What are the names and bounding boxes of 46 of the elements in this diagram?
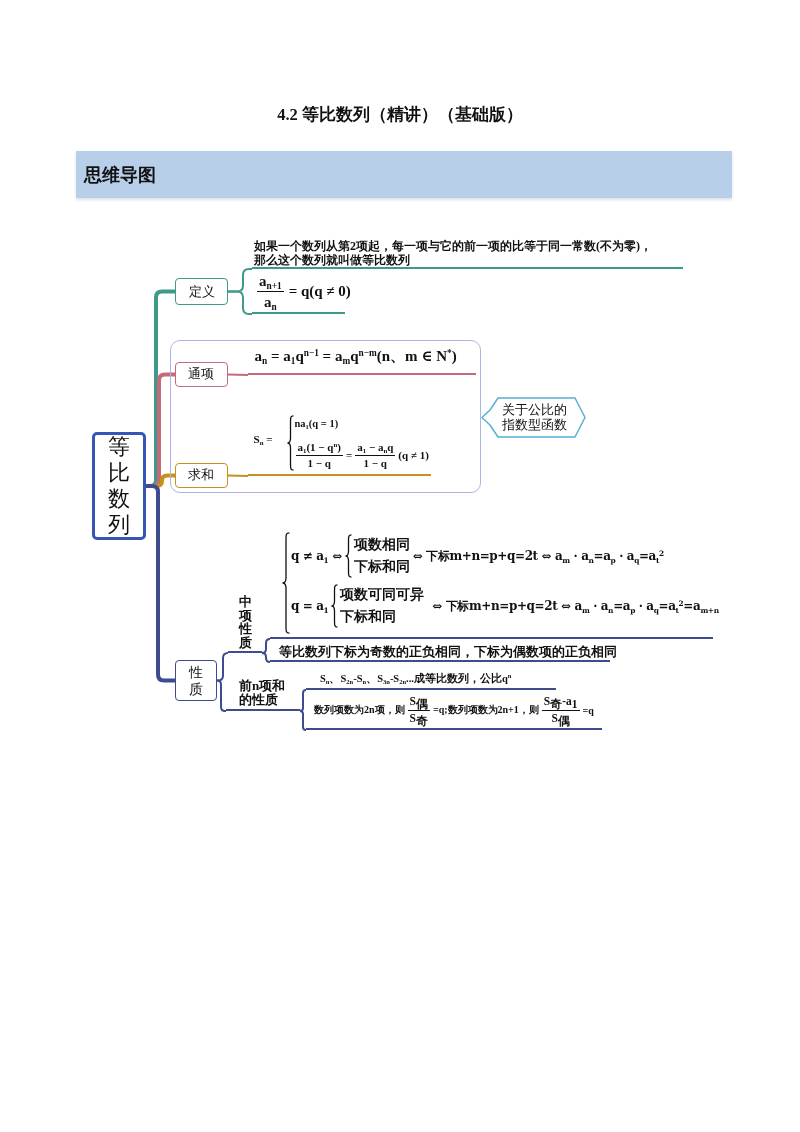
formula-text: S$_{n}$、S$_{2n}$-S$_{n}$、S$_{3n}$-S$_{2n}$...成等比数列，公比q$^{n}$ (320, 672, 512, 687)
topic-text: 下标和同 (340, 608, 398, 626)
topic-text: 项数可同可异 (340, 586, 425, 604)
title: 4.2 等比数列（精讲）（基础版） (277, 104, 523, 126)
formula-text: a$_{n}$ = a$_{1}$q$^{n−1}$ = a$_{m}$q$^{n−m}$(n、m ∈ N$^{*}$) (254, 346, 457, 366)
topic-text: 下标和同 (353, 558, 410, 576)
fraction-numerator: a$_{1}$(1 − q$^{n}$) (295, 440, 343, 456)
formula-text: = q(q ≠ 0) (288, 283, 351, 300)
topic-box: 通项 (174, 361, 228, 387)
fraction-numerator: a$_{1}$ − a$_{n}$q (355, 440, 396, 456)
formula-text: =q;数列项数为2n+1，则 (432, 703, 539, 717)
root-box: 等比数列 (92, 432, 146, 540)
topic-text: 等比数列下标为奇数的正负相同，下标为偶数项的正负相同 (279, 644, 617, 661)
fraction-denominator: 1 − q (306, 455, 332, 470)
branch-line (261, 652, 271, 663)
formula-text: na$_{1}$(q = 1) (294, 417, 339, 429)
formula-text: ⇔ 下标m+n=p+q=2t ⇔ a$_{m}$ · a$_{n}$=a$_{p}$ · a$_{q}$=a$_{t}$$^{2}$=a$_{m+n}$ (432, 597, 719, 615)
section-band: 思维导图 (76, 151, 732, 198)
branch-line (216, 679, 227, 712)
formula-text: q = a$_{1}$ (291, 599, 329, 613)
formula-text: 数列项数为2n项，则 (314, 703, 405, 717)
branch-line (216, 652, 229, 682)
topic-box: 定义 (175, 278, 228, 305)
branch-line (146, 484, 175, 683)
topic-box: 求和 (174, 462, 228, 488)
fraction-denominator: 1 − q (362, 455, 388, 470)
boundary-frame (170, 340, 481, 493)
topic-text: 项数相同 (353, 536, 410, 554)
branch-line (261, 638, 271, 654)
formula-text: =q (582, 704, 594, 716)
topic-text: 如果一个数列从第2项起，每一项与它的前一项的比等于同一常数(不为零)，那么这个数列就叫做等比数列 (254, 239, 653, 267)
formula-text: q ≠ a$_{1}$ ⇔ (291, 549, 342, 563)
formula-text: = (345, 449, 353, 462)
branch-line (227, 474, 249, 477)
branch-line (299, 710, 307, 731)
branch-line (299, 689, 307, 712)
fraction-denominator: a$_{n}$ (262, 293, 278, 311)
branch-line (227, 290, 253, 315)
fraction-numerator: a$_{n+1}$ (257, 272, 284, 292)
formula-text: (q ≠ 1) (398, 449, 429, 462)
branch-line (227, 373, 249, 376)
topic-text: 中项性质 (239, 595, 253, 649)
formula-text: S$_{n}$ = (253, 432, 273, 445)
topic-box: 性质 (175, 660, 217, 701)
callout-text: 关于公比的指数型函数 (500, 403, 568, 432)
topic-text: 前n项和的性质 (239, 679, 287, 707)
